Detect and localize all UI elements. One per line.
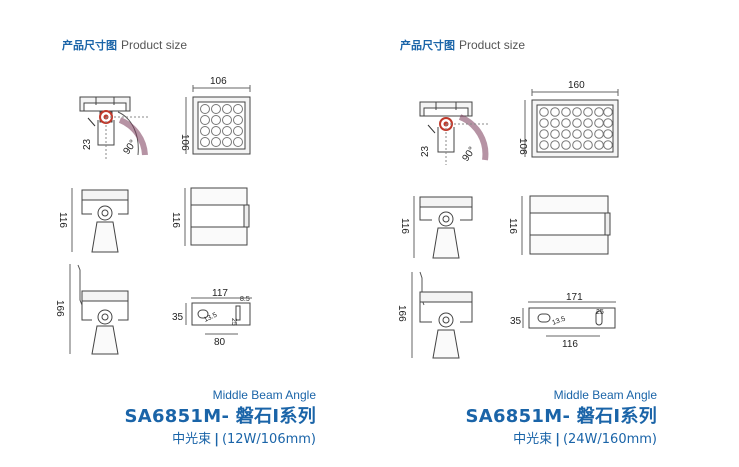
dim-23-right: 23 [420,145,431,157]
panel-24w: 产品尺寸图 Product size 23 90° [370,0,739,467]
technical-drawing-24w: 23 90° 160 106 116 [396,80,619,359]
section-title-en: Product size [459,38,526,52]
section-title-zh: 产品尺寸图 [400,39,455,52]
spec-zh: 中光束 [172,432,212,447]
model-name: SA6851M- 磐石Ⅰ系列 [465,406,657,427]
section-title: 产品尺寸图 Product size [62,37,187,53]
mounting-base [185,297,252,335]
spec-zh: 中光束 [513,432,553,447]
side-view-mount [411,271,473,359]
technical-drawing-12w: 23 90° 106 106 116 [54,76,252,355]
side-view-mount [69,264,129,355]
dim-23-left: 23 [82,138,93,150]
section-title-en: Product size [121,38,188,52]
dim-hole-a-right: 13.5 [551,316,566,327]
spec-line: 中光束|(12W/106mm) [172,428,316,447]
dim-35-right: 35 [510,316,522,327]
beam-angle-label: Middle Beam Angle [212,388,316,402]
dim-hole-b-left: 25 [230,318,237,326]
panel-12w: 产品尺寸图 Product size 23 90° [54,37,316,447]
side-view-tilt [79,96,150,160]
dim-116-bottom-right: 116 [562,339,578,350]
dim-height-front-right: 106 [517,138,528,155]
dim-116-b-left: 116 [170,212,181,228]
beam-angle-label: Middle Beam Angle [553,388,657,402]
dim-hole-b-right: 25 [596,309,604,316]
dim-angle-left: 90° [121,138,139,157]
dim-166-left: 166 [54,300,65,317]
dim-166-right: 166 [396,305,407,322]
dim-171-right: 171 [566,292,583,303]
front-view-led-array [185,85,251,155]
dim-80-left: 80 [214,337,226,348]
dim-width-top-right: 160 [568,80,585,91]
side-view-bracket [413,196,473,259]
dim-116-a-right: 116 [399,218,410,234]
spec-line: 中光束|(24W/160mm) [513,428,657,447]
dim-35-left: 35 [172,312,184,323]
dim-height-front-left: 106 [179,134,190,151]
spec-divider: | [214,432,219,447]
front-view-led-array [524,89,619,158]
dim-117-left: 117 [212,288,228,299]
dim-hole-c-left: 8.5 [240,296,250,303]
side-view-bracket [71,188,129,253]
side-profile [521,195,611,255]
side-view-tilt [419,101,490,165]
section-title: 产品尺寸图 Product size [400,37,525,53]
model-name: SA6851M- 磐石Ⅰ系列 [124,406,316,427]
dim-width-top-left: 106 [210,76,227,87]
side-profile [184,187,250,246]
spec-divider: | [555,432,560,447]
spec-detail: (24W/160mm) [562,432,657,447]
section-title-zh: 产品尺寸图 [62,39,117,52]
dim-angle-right: 90° [460,145,478,164]
dim-116-b-right: 116 [507,218,518,234]
dim-116-a-left: 116 [57,212,68,228]
spec-detail: (12W/106mm) [221,432,316,447]
mounting-base [522,301,616,337]
